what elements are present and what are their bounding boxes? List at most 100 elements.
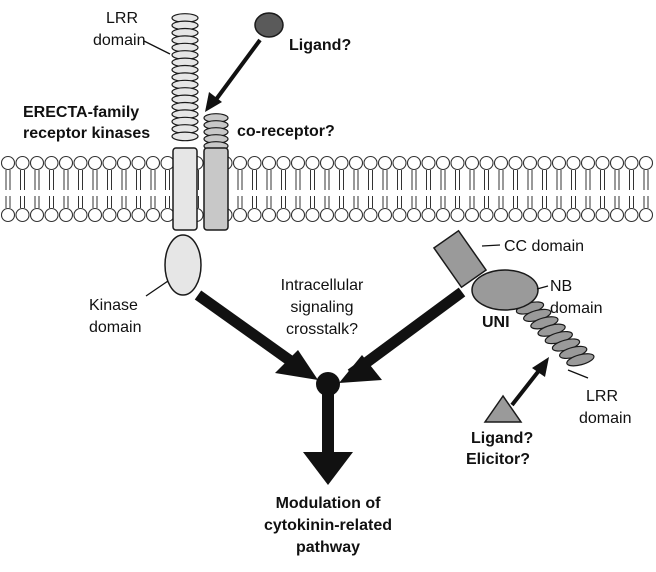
lipid-head: [15, 155, 30, 171]
ligand-binding-arrowhead: [205, 92, 222, 112]
kinase-label-line2: domain: [89, 319, 141, 336]
lipid-head: [406, 207, 422, 223]
lipid-head: [566, 155, 581, 171]
modulation-label-line3: pathway: [296, 539, 360, 556]
lipid-head: [29, 155, 45, 171]
lipid-head: [537, 155, 552, 171]
lipid-head: [319, 155, 335, 171]
leader-lines: [143, 40, 589, 379]
lrr-domain-label-line1: LRR: [106, 10, 138, 27]
lipid-head: [261, 207, 277, 223]
nb-domain-label-line2: domain: [550, 300, 602, 317]
lipid-head: [131, 155, 146, 171]
ligand-right-label-line2: Elicitor?: [466, 451, 530, 468]
lipid-head: [348, 155, 364, 171]
lipid-head: [522, 155, 538, 171]
erecta-label-line2: receptor kinases: [23, 125, 150, 142]
lipid-head: [290, 155, 306, 171]
lipid-head: [638, 155, 654, 171]
lipid-head: [232, 155, 248, 171]
erecta-lrr-domain: [171, 13, 199, 142]
erecta-label-line1: ERECTA-family: [23, 104, 139, 121]
lipid-head: [551, 207, 567, 223]
kinase-label-line1: Kinase: [89, 297, 138, 314]
lipid-head: [319, 207, 335, 223]
lrr-repeat: [171, 131, 199, 142]
uni-lrr-repeat: [566, 353, 595, 367]
lipid-head: [73, 155, 88, 171]
lipid-head: [334, 155, 349, 171]
lipid-head: [421, 155, 436, 171]
lipid-head: [493, 155, 509, 171]
uni-label: UNI: [482, 314, 510, 331]
lipid-head: [0, 155, 16, 171]
lipid-head: [435, 155, 451, 171]
lipid-head: [508, 207, 523, 223]
lipid-head: [609, 207, 625, 223]
lipid-head: [29, 207, 45, 223]
signaling-hub: [316, 372, 340, 396]
lipid-head: [348, 207, 364, 223]
lipid-head: [290, 207, 306, 223]
lipid-head: [261, 155, 277, 171]
signaling-arrows: [194, 287, 466, 485]
elicitor-arrow-shaft: [510, 366, 543, 407]
elicitor-arrowhead: [532, 357, 549, 377]
lipid-head: [450, 207, 465, 223]
lipid-head: [87, 155, 103, 171]
lipid-head: [435, 207, 451, 223]
lipid-head: [580, 207, 596, 223]
lipid-head: [624, 207, 639, 223]
lipid-head: [58, 207, 74, 223]
lipid-head: [392, 155, 407, 171]
lipid-head: [464, 207, 480, 223]
lipid-head: [609, 155, 625, 171]
lipid-head: [247, 155, 262, 171]
lipid-head: [102, 155, 117, 171]
lipid-head: [276, 155, 291, 171]
lipid-head: [464, 155, 480, 171]
lipid-head: [595, 155, 610, 171]
modulation-label-line2: cytokinin-related: [264, 517, 392, 534]
lipid-head: [58, 155, 74, 171]
lipid-head: [537, 207, 552, 223]
nb-domain-label-line1: NB: [550, 278, 572, 295]
lipid-head: [160, 207, 175, 223]
lipid-head: [363, 207, 378, 223]
lipid-head: [160, 155, 175, 171]
lipid-head: [102, 207, 117, 223]
lipid-head: [232, 207, 248, 223]
ligand-top-shape: [254, 12, 284, 38]
lipid-head: [479, 155, 494, 171]
lipid-head: [551, 155, 567, 171]
lipid-head: [450, 155, 465, 171]
lipid-head: [638, 207, 654, 223]
lipid-head: [247, 207, 262, 223]
lipid-head: [87, 207, 103, 223]
lipid-head: [334, 207, 349, 223]
kinase-domain-shape: [164, 234, 202, 296]
coreceptor-transmembrane: [203, 147, 229, 231]
lipid-head: [44, 155, 59, 171]
lipid-head: [116, 207, 132, 223]
ligand-binding-arrow-shaft: [210, 38, 262, 107]
ligand-right-label-line1: Ligand?: [471, 430, 533, 447]
lipid-head: [522, 207, 538, 223]
crosstalk-label-line1: Intracellular: [281, 277, 364, 294]
lipid-head: [479, 207, 494, 223]
lipid-head: [493, 207, 509, 223]
lipid-head: [377, 207, 393, 223]
erecta-transmembrane: [172, 147, 198, 231]
lipid-head: [305, 155, 320, 171]
ligand-elicitor-triangle: [483, 394, 523, 423]
lipid-head: [131, 207, 146, 223]
membrane-bilayer: [0, 155, 654, 223]
lipid-head: [406, 155, 422, 171]
lipid-head: [15, 207, 30, 223]
coreceptor-label: co-receptor?: [237, 123, 335, 140]
lipid-head: [566, 207, 581, 223]
lipid-head: [145, 155, 161, 171]
lipid-head: [44, 207, 59, 223]
lipid-head: [624, 155, 639, 171]
